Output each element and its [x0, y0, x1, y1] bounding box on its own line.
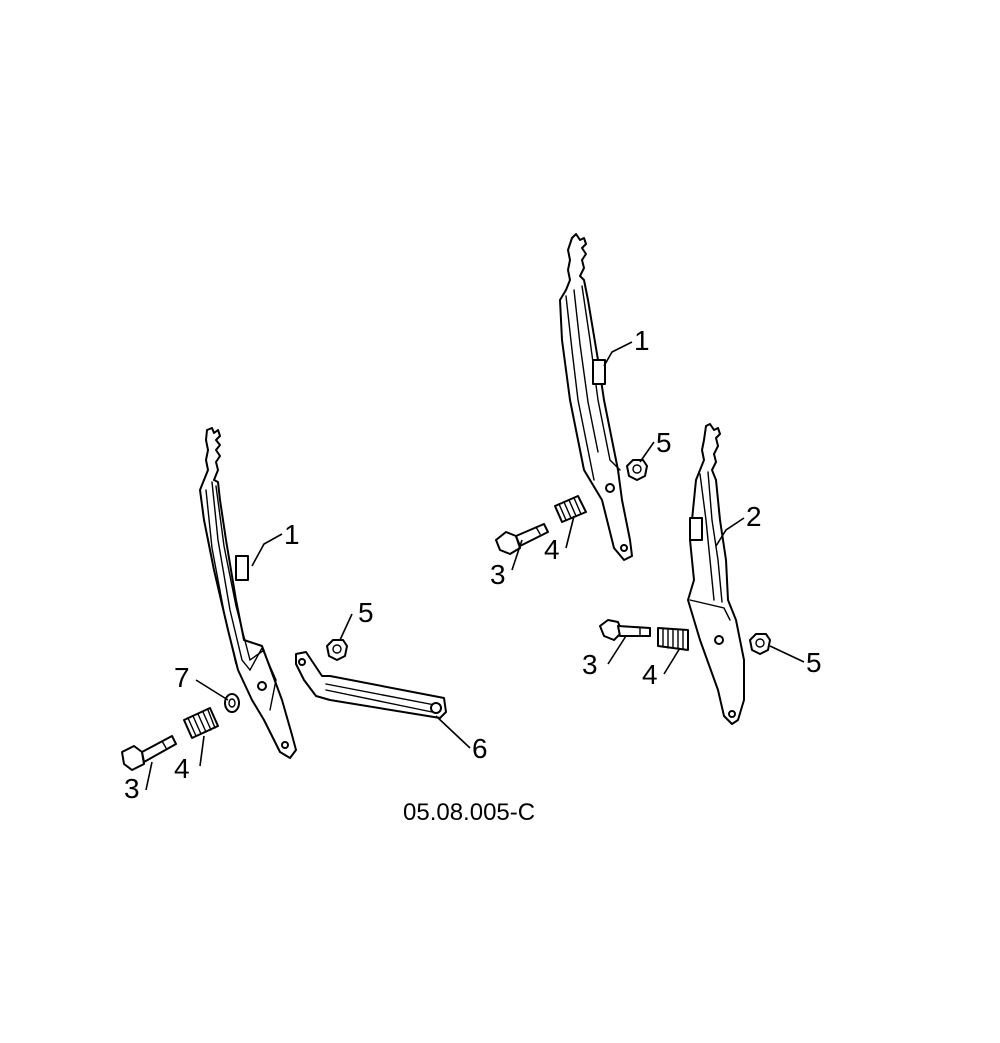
left-bolt — [121, 735, 177, 771]
middle-bolt — [495, 523, 549, 555]
callout-middle-bolt: 3 — [490, 559, 506, 590]
left-washer — [224, 693, 240, 713]
callout-left-bracket: 6 — [472, 733, 488, 764]
callout-middle-nut: 5 — [656, 427, 672, 458]
callout-right-spring: 4 — [642, 659, 658, 690]
diagram-code: 05.08.005-C — [403, 799, 535, 826]
callout-middle-spring: 4 — [544, 534, 560, 565]
callout-middle-rail: 1 — [634, 325, 650, 356]
leader-lines — [145, 341, 805, 791]
middle-nut — [626, 459, 648, 481]
middle-seat-rail — [559, 233, 633, 561]
right-seat-rail — [687, 423, 745, 725]
right-spring — [657, 627, 689, 651]
callout-left-rail: 1 — [284, 519, 300, 550]
callout-left-nut: 5 — [358, 597, 374, 628]
left-spring — [183, 707, 219, 739]
callout-labels: 1 7 5 6 4 3 1 5 4 3 2 3 4 5 — [124, 325, 822, 804]
callout-left-washer: 7 — [174, 662, 190, 693]
callout-left-bolt: 3 — [124, 773, 140, 804]
middle-spring — [554, 495, 587, 523]
right-bolt — [599, 619, 651, 641]
callout-right-bolt: 3 — [582, 649, 598, 680]
callout-left-spring: 4 — [174, 753, 190, 784]
callout-right-nut: 5 — [806, 647, 822, 678]
left-bracket — [295, 651, 447, 719]
left-seat-rail — [199, 427, 297, 759]
callout-right-rail: 2 — [746, 501, 762, 532]
right-nut — [749, 633, 771, 655]
left-nut — [326, 639, 348, 661]
